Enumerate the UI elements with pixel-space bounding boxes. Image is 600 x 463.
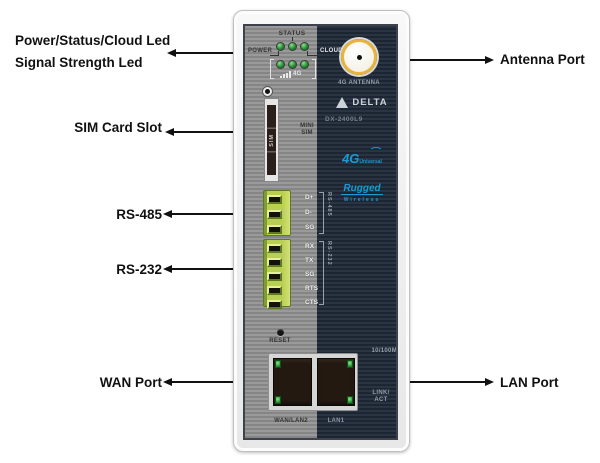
- lan-port-jack: [317, 358, 355, 406]
- rs485-pin-label: D-: [305, 209, 312, 216]
- sim-eject-button: [263, 87, 272, 96]
- arrow-left-icon: [163, 210, 172, 218]
- signal-led-1: [276, 60, 285, 69]
- rs485-terminal-block: [263, 190, 291, 236]
- rs232-pin-label: SG: [305, 271, 315, 278]
- wan-led-top: [275, 360, 281, 368]
- front-panel: STATUS POWER CLOUD 4G 4G ANTENNA: [243, 24, 398, 440]
- wan-port-jack: [273, 358, 312, 406]
- rs485-pin-label: SG: [305, 224, 315, 231]
- link-act-label: LINK/ ACT: [372, 390, 390, 403]
- model-number: DX-2400L9: [325, 116, 363, 123]
- rugged-wireless-logo: Rugged Wireless: [341, 183, 383, 203]
- rs485-pin-label: D+: [305, 194, 314, 201]
- reset-button: [277, 329, 284, 336]
- callout-signal-strength-led: Signal Strength Led: [15, 55, 143, 70]
- signal-led-2: [288, 60, 297, 69]
- rs485-terminal-hole: [267, 210, 282, 219]
- rs232-pin-label: TX: [305, 257, 314, 264]
- mini-sim-label: MINI SIM: [300, 123, 314, 136]
- lan-led-bottom: [347, 396, 353, 404]
- rs232-terminal-hole: [267, 300, 282, 309]
- callout-power-status-cloud-led: Power/Status/Cloud Led: [15, 33, 171, 48]
- rs485-terminal-hole: [267, 195, 282, 204]
- signal-4g-label: 4G: [293, 71, 302, 77]
- callout-rs232: RS-232: [116, 262, 162, 277]
- sim-slot-text: SIM: [268, 133, 275, 147]
- rs232-bracket: [319, 241, 324, 305]
- callout-antenna-port: Antenna Port: [500, 52, 585, 67]
- signal-led-3: [300, 60, 309, 69]
- rs232-pin-label: RTS: [305, 285, 318, 292]
- rs232-terminal-hole: [267, 286, 282, 295]
- delta-triangle-icon: [336, 97, 349, 108]
- callout-sim-card-slot: SIM Card Slot: [74, 120, 162, 135]
- cloud-label: CLOUD: [320, 48, 343, 54]
- arrow-right-icon: [485, 378, 494, 386]
- status-label: STATUS: [278, 30, 306, 37]
- power-led: [276, 42, 285, 51]
- lan-led-top: [347, 360, 353, 368]
- rs232-name-vertical: RS-232: [326, 241, 332, 266]
- cloud-led: [300, 42, 309, 51]
- wan-led-bottom: [275, 396, 281, 404]
- ethernet-port-frame: [268, 353, 358, 411]
- arrow-left-icon: [165, 128, 174, 136]
- callout-wan-port: WAN Port: [99, 375, 162, 390]
- sim-card-slot: SIM: [264, 98, 279, 182]
- rs232-terminal-hole: [267, 258, 282, 267]
- wan-port-label: WAN/LAN2: [274, 418, 308, 424]
- sim-slot-opening: SIM: [267, 105, 276, 175]
- signal-bracket-right: [312, 59, 316, 79]
- fourg-universal-logo: 4GUniversal: [329, 147, 395, 168]
- callout-rs485: RS-485: [116, 207, 162, 222]
- antenna-pin-icon: [356, 54, 362, 60]
- antenna-label: 4G ANTENNA: [338, 80, 380, 86]
- rs232-terminal-hole: [267, 244, 282, 253]
- cloud-connector-line: [307, 51, 317, 56]
- rs232-terminal-block: [263, 239, 291, 309]
- wifi-arc-icon: [369, 147, 383, 157]
- rs485-bracket: [319, 192, 324, 234]
- rs232-terminal-hole: [267, 272, 282, 281]
- antenna-port-connector: [341, 39, 377, 75]
- delta-logo: DELTA: [329, 97, 395, 108]
- arrow-left-icon: [163, 378, 172, 386]
- reset-label: RESET: [269, 338, 291, 344]
- rs232-pin-label: CTS: [305, 299, 318, 306]
- signal-bars-icon: [280, 70, 291, 78]
- status-connector-line: [292, 37, 293, 41]
- signal-bracket-left: [270, 59, 274, 79]
- rs232-pin-label: RX: [305, 243, 315, 250]
- speed-label: 10/100M: [371, 348, 397, 354]
- arrow-right-icon: [485, 56, 494, 64]
- power-connector-line: [270, 51, 279, 56]
- brand-name: DELTA: [352, 97, 388, 108]
- arrow-left-icon: [163, 265, 172, 273]
- rs485-terminal-hole: [267, 225, 282, 234]
- arrow-left-icon: [167, 49, 176, 57]
- device-enclosure: STATUS POWER CLOUD 4G 4G ANTENNA: [233, 10, 410, 452]
- power-label: POWER: [248, 48, 273, 54]
- callout-lan-port: LAN Port: [500, 375, 559, 390]
- status-led: [288, 42, 297, 51]
- lan-port-label: LAN1: [327, 418, 345, 424]
- rs485-name-vertical: RS-485: [326, 192, 332, 217]
